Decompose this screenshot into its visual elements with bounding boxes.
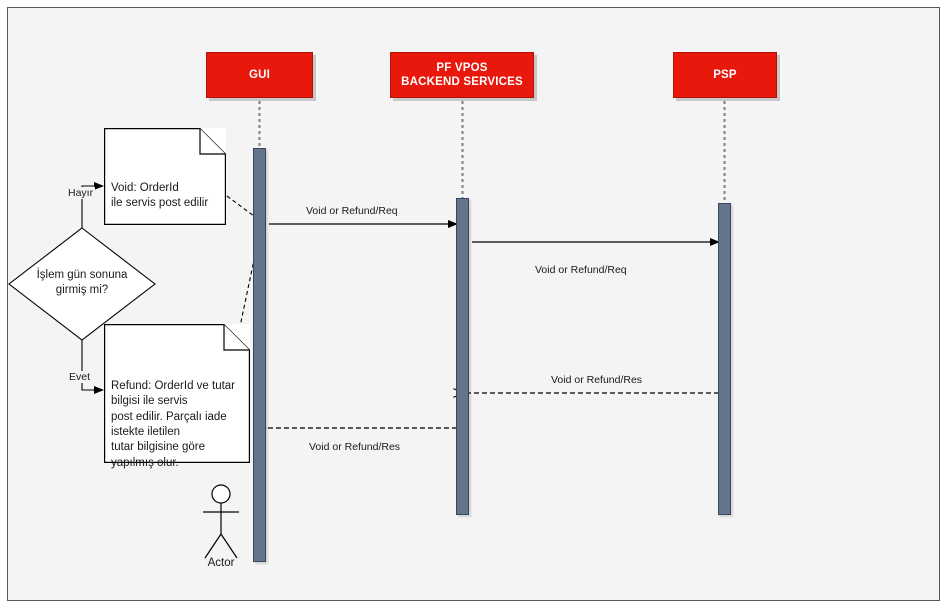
decision-text: İşlem gün sonuna girmiş mi? [36,269,128,296]
activation-bar-psp[interactable] [718,203,731,515]
message-label-vpos-to-gui-res: Void or Refund/Res [307,441,403,453]
lifeline-header-gui[interactable]: GUI [206,52,313,98]
branch-label-yes: Evet [67,371,93,383]
note-void[interactable]: Void: OrderId ile servis post edilir [104,128,226,225]
note-void-text: Void: OrderId ile servis post edilir [111,181,209,210]
lifeline-dashes [258,101,726,204]
refund-note-anchor [237,221,263,337]
lifeline-label-psp: PSP [713,69,737,81]
diagram-sheet [7,7,940,601]
lifeline-header-pf-vpos[interactable]: PF VPOS BACKEND SERVICES [390,52,534,98]
note-refund[interactable]: Refund: OrderId ve tutar bilgisi ile ser… [104,324,250,469]
note-refund-text: Refund: OrderId ve tutar bilgisi ile ser… [111,379,236,469]
lifeline-header-psp[interactable]: PSP [673,52,777,98]
lifeline-label-pf-vpos: PF VPOS BACKEND SERVICES [401,62,523,88]
lifeline-label-gui: GUI [248,69,271,81]
activation-bar-gui[interactable] [253,148,266,562]
branch-label-no: Hayır [66,187,96,199]
branch-yes-connector [81,340,104,394]
message-label-gui-to-vpos-req: Void or Refund/Req [304,205,400,217]
actor-label: Actor [207,557,235,569]
activation-bar-pf-vpos[interactable] [456,198,469,515]
note-void-shape [104,128,226,225]
actor-figure [203,484,239,559]
message-label-psp-to-vpos-res: Void or Refund/Res [549,374,645,386]
message-label-vpos-to-psp-req: Void or Refund/Req [533,264,629,276]
branch-no-connector [81,182,104,228]
note-refund-shape [104,324,250,463]
